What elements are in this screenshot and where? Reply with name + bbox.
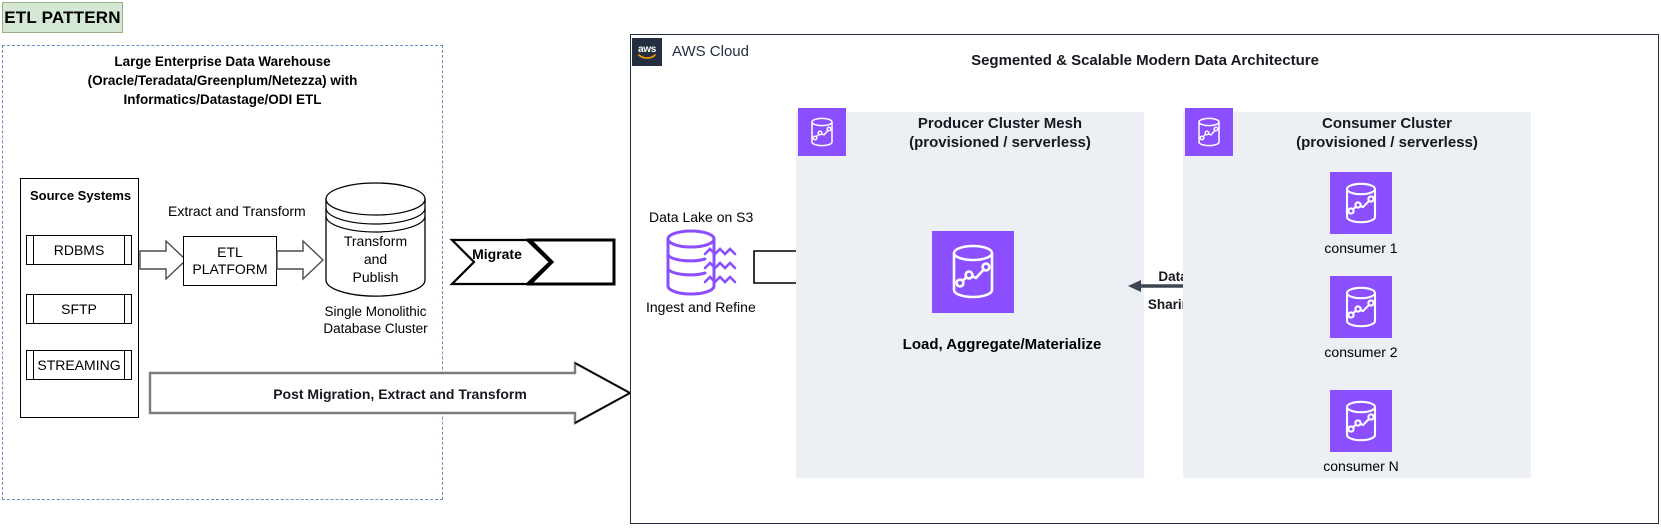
etl-platform-line-2: PLATFORM (192, 261, 268, 277)
arrow-source-to-etl (139, 239, 188, 281)
redshift-cluster-icon (1198, 117, 1220, 147)
producer-cluster-caption: Load, Aggregate/Materialize (902, 336, 1102, 353)
monolith-text-line-2: and (363, 251, 388, 267)
legacy-title-line-1: Large Enterprise Data Warehouse (114, 54, 331, 69)
consumer-cluster-badge-icon (1185, 108, 1233, 156)
source-item-rdbms-label: RDBMS (53, 242, 105, 258)
consumer-2-icon (1330, 276, 1392, 338)
source-item-sftp: SFTP (26, 294, 132, 324)
legacy-warehouse-container (2, 45, 443, 500)
data-lake-title: Data Lake on S3 (649, 209, 754, 225)
s3-data-lake-icon (666, 229, 737, 296)
redshift-cluster-icon (1345, 286, 1377, 328)
source-item-streaming-label: STREAMING (37, 357, 121, 373)
consumer-1-icon (1330, 172, 1392, 234)
producer-cluster-title: Producer Cluster Mesh (provisioned / ser… (855, 114, 1145, 152)
migrate-chevron-arrows (449, 238, 616, 286)
legacy-title-line-2: (Oracle/Teradata/Greenplum/Netezza) with (87, 73, 358, 88)
legacy-warehouse-title: Large Enterprise Data Warehouse (Oracle/… (2, 52, 443, 109)
monolith-text-line-3: Publish (352, 269, 399, 285)
aws-smile-icon (638, 53, 656, 59)
migrate-label: Migrate (472, 246, 522, 262)
etl-platform-box: ETL PLATFORM (183, 236, 277, 286)
monolith-caption-line-2: Database Cluster (323, 321, 428, 336)
producer-title-line-2: (provisioned / serverless) (909, 134, 1091, 151)
consumer-n-label: consumer N (1323, 458, 1399, 474)
monolith-text-line-1: Transform (343, 233, 408, 249)
redshift-cluster-icon (1345, 182, 1377, 224)
source-systems-title: Source Systems (30, 188, 132, 203)
post-migration-label: Post Migration, Extract and Transform (273, 386, 527, 402)
monolithic-database-cylinder (325, 182, 426, 297)
aws-logo-text: aws (637, 43, 656, 55)
source-item-streaming: STREAMING (26, 350, 132, 380)
consumer-cluster-title: Consumer Cluster (provisioned / serverle… (1242, 114, 1532, 152)
legacy-title-line-3: Informatics/Datastage/ODI ETL (123, 92, 322, 107)
redshift-cluster-icon (952, 244, 994, 299)
redshift-cluster-icon (1345, 400, 1377, 442)
data-lake-caption: Ingest and Refine (646, 299, 756, 315)
extract-transform-label: Extract and Transform (168, 203, 306, 219)
consumer-title-line-2: (provisioned / serverless) (1296, 134, 1478, 151)
producer-cluster-main-icon (932, 231, 1014, 313)
monolithic-database-text: Transform and Publish (325, 232, 426, 286)
consumer-n-icon (1330, 390, 1392, 452)
etl-pattern-badge: ETL PATTERN (2, 2, 123, 33)
consumer-title-line-1: Consumer Cluster (1321, 115, 1453, 132)
etl-platform-line-1: ETL (217, 244, 243, 260)
producer-cluster-badge-icon (798, 108, 846, 156)
aws-logo-icon: aws (632, 38, 662, 66)
source-item-sftp-label: SFTP (61, 301, 97, 317)
etl-pattern-badge-label: ETL PATTERN (4, 7, 121, 27)
source-item-rdbms: RDBMS (26, 235, 132, 265)
data-sharing-label-top: Data (1158, 269, 1188, 284)
aws-cloud-label: AWS Cloud (672, 43, 749, 60)
consumer-1-label: consumer 1 (1324, 240, 1398, 256)
consumer-2-label: consumer 2 (1324, 344, 1398, 360)
producer-title-line-1: Producer Cluster Mesh (917, 115, 1083, 132)
monolith-caption-line-1: Single Monolithic (324, 304, 427, 319)
arrow-etl-to-warehouse (276, 239, 325, 281)
redshift-cluster-icon (811, 117, 833, 147)
architecture-title: Segmented & Scalable Modern Data Archite… (971, 52, 1319, 69)
monolithic-database-caption: Single Monolithic Database Cluster (305, 303, 446, 337)
